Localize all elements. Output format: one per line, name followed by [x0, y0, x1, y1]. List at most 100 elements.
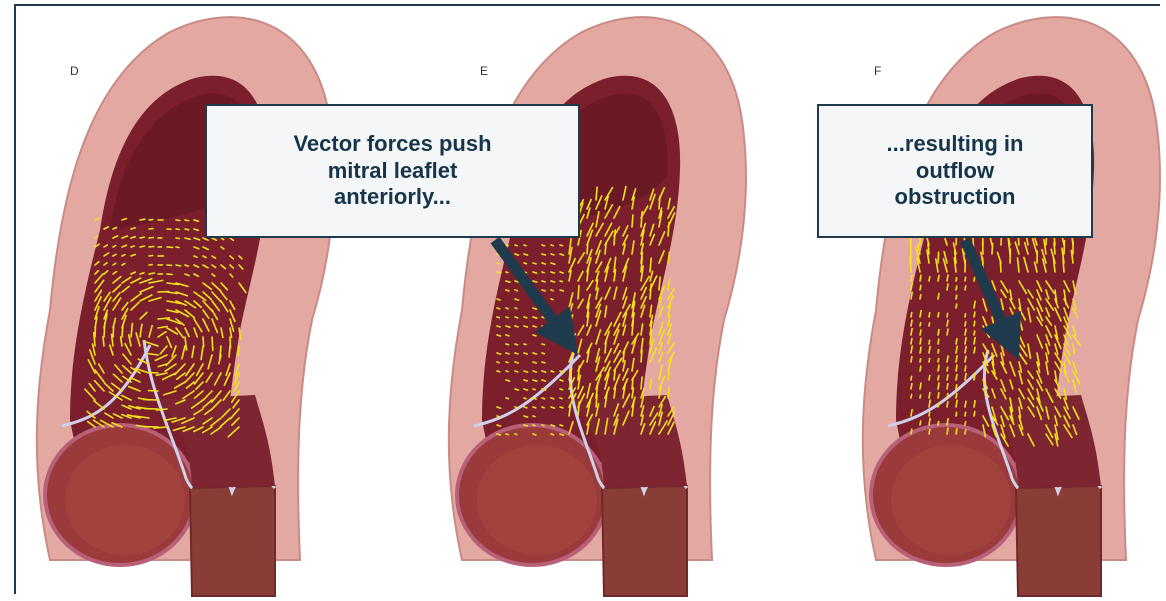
flow-vector: [992, 243, 993, 254]
flow-vector: [131, 228, 135, 229]
flow-vector: [965, 374, 966, 381]
flow-vector: [911, 275, 912, 281]
flow-vector: [659, 277, 660, 290]
flow-vector: [533, 362, 536, 363]
flow-vector: [938, 252, 939, 263]
flow-vector: [238, 346, 239, 356]
flow-vector: [515, 389, 518, 390]
flow-vector: [515, 299, 519, 300]
flow-vector: [497, 425, 501, 426]
flow-vector: [632, 378, 633, 389]
flow-vector: [560, 398, 562, 399]
flow-vector: [911, 313, 912, 317]
flow-vector: [515, 281, 518, 282]
flow-vector: [947, 329, 948, 335]
flow-vector: [542, 407, 544, 408]
flow-vector: [515, 290, 517, 291]
flow-vector: [533, 263, 536, 264]
callout-left-text: Vector forces push mitral leaflet anteri…: [293, 131, 491, 211]
flow-vector: [920, 285, 921, 290]
flow-vector: [194, 256, 197, 257]
flow-vector: [965, 329, 966, 335]
flow-vector: [929, 347, 930, 353]
flow-vector: [596, 187, 597, 200]
flow-vector: [668, 387, 669, 398]
flow-vector: [212, 337, 213, 351]
flow-vector: [524, 407, 527, 408]
flow-vector: [938, 276, 939, 282]
flow-vector: [542, 245, 544, 246]
atrium-highlight: [891, 445, 1011, 555]
flow-vector: [149, 256, 153, 257]
flow-vector: [641, 377, 642, 389]
flow-vector: [149, 238, 153, 239]
flow-vector: [974, 331, 975, 335]
flow-vector: [113, 326, 114, 337]
flow-vector: [911, 376, 912, 380]
callout-right-text: ...resulting in outflow obstruction: [887, 131, 1024, 211]
flow-vector: [497, 326, 500, 327]
flow-vector: [551, 335, 555, 336]
flow-vector: [515, 362, 518, 363]
flow-vector: [533, 353, 536, 354]
flow-vector: [920, 421, 921, 425]
flow-vector: [533, 335, 536, 336]
flow-vector: [938, 294, 939, 299]
aortic-root: [602, 486, 687, 596]
flow-vector: [668, 223, 669, 237]
flow-vector: [542, 362, 545, 363]
flow-vector: [947, 320, 948, 326]
flow-vector: [533, 434, 536, 435]
flow-vector: [497, 263, 499, 264]
flow-vector: [149, 373, 158, 374]
flow-vector: [911, 320, 912, 326]
flow-vector: [542, 326, 544, 327]
flow-vector: [929, 418, 930, 425]
flow-vector: [533, 389, 535, 390]
flow-vector: [176, 265, 181, 266]
flow-vector: [506, 272, 508, 273]
flow-vector: [956, 365, 957, 371]
flow-vector: [947, 284, 948, 290]
flow-vector: [938, 359, 939, 362]
flow-vector: [938, 330, 939, 336]
flow-vector: [551, 290, 553, 291]
flow-vector: [974, 312, 975, 317]
flow-vector: [551, 272, 554, 273]
flow-vector: [533, 398, 536, 399]
flow-vector: [947, 384, 948, 389]
flow-vector: [938, 393, 939, 398]
flow-vector: [524, 326, 527, 327]
flow-vector: [974, 338, 975, 344]
flow-vector: [149, 246, 154, 247]
flow-vector: [506, 344, 508, 345]
flow-vector: [956, 356, 957, 362]
flow-vector: [920, 338, 921, 344]
flow-vector: [974, 347, 975, 353]
flow-vector: [1000, 262, 1001, 272]
flow-vector: [947, 419, 948, 425]
flow-vector: [641, 350, 642, 362]
flow-vector: [560, 425, 563, 426]
flow-vector: [911, 429, 912, 434]
flow-vector: [542, 398, 545, 399]
flow-vector: [144, 400, 159, 401]
flow-vector: [515, 407, 518, 408]
flow-vector: [515, 434, 517, 435]
flow-vector: [560, 281, 562, 282]
flow-vector: [560, 434, 564, 435]
flow-vector: [560, 254, 564, 255]
flow-vector: [974, 321, 975, 326]
flow-vector: [515, 308, 517, 309]
panel-letter-e: E: [480, 64, 488, 78]
flow-vector: [956, 339, 957, 344]
flow-vector: [524, 245, 526, 246]
flow-vector: [497, 362, 499, 363]
flow-vector: [938, 350, 939, 353]
flow-vector: [965, 286, 966, 290]
flow-vector: [911, 384, 912, 389]
flow-vector: [965, 338, 966, 344]
flow-vector: [533, 425, 535, 426]
flow-vector: [185, 265, 188, 266]
